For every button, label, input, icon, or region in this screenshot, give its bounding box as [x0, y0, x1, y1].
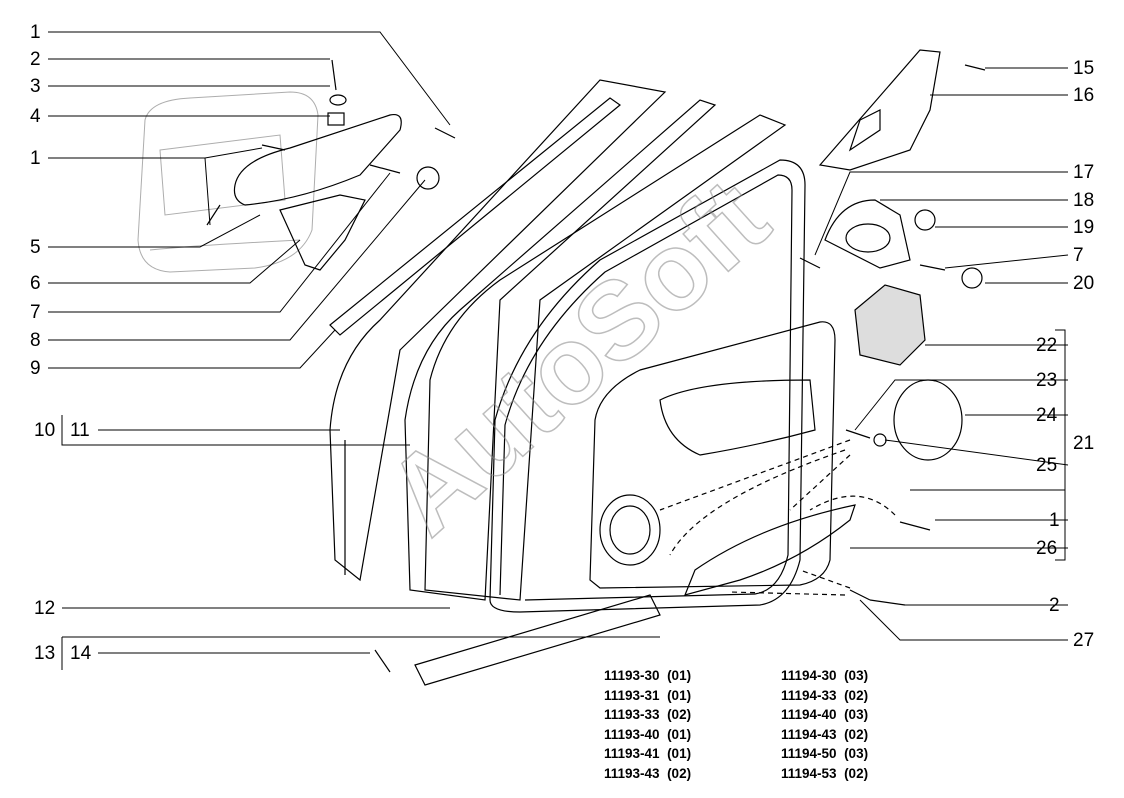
washer-3: [329, 94, 347, 106]
callout-25: 25: [1036, 455, 1057, 476]
screw-1c: [434, 127, 456, 139]
callout-12: 12: [34, 598, 55, 619]
callout-3: 3: [30, 76, 41, 97]
callout-20: 20: [1073, 273, 1094, 294]
model-row: 11194-33 (02): [781, 687, 869, 703]
screw-7b: [919, 264, 946, 271]
cap-20: [961, 267, 983, 289]
door-outer-skin: [329, 79, 667, 582]
inset-door-panel: [137, 91, 319, 273]
lower-trim: [683, 504, 856, 596]
weatherstrip: [329, 97, 621, 336]
cap-19: [914, 209, 936, 231]
model-row: 11193-40 (01): [604, 726, 692, 742]
clip-27: [849, 589, 871, 601]
mirror-bracket: [818, 49, 941, 171]
watermark: AutoSoft: [364, 156, 791, 558]
callout-1c: 1: [1049, 510, 1060, 531]
speaker-grille: [893, 379, 963, 461]
model-table-left: 11193-30 (01) 11193-31 (01) 11193-33 (02…: [604, 666, 691, 783]
model-row: 11193-30 (01): [604, 668, 692, 683]
leader-lines: [48, 31, 1069, 670]
callout-21: 21: [1073, 433, 1094, 454]
callout-24: 24: [1036, 405, 1058, 426]
callout-1b: 1: [30, 148, 41, 169]
door-seal: [489, 159, 806, 613]
callout-22: 22: [1036, 335, 1057, 356]
model-row: 11194-43 (02): [781, 726, 869, 742]
callout-1: 1: [30, 22, 41, 43]
model-row: 11193-33 (02): [604, 707, 692, 722]
callout-6: 6: [30, 273, 41, 294]
foam-block: [854, 284, 926, 366]
armrest-handle: [233, 113, 402, 206]
callout-17: 17: [1073, 162, 1094, 183]
cap-9: [416, 166, 440, 190]
callout-26: 26: [1036, 538, 1057, 559]
handle-bracket: [279, 194, 366, 271]
callout-11: 11: [70, 420, 90, 441]
screw-2: [331, 59, 337, 91]
model-row: 11193-41 (01): [604, 746, 692, 761]
callout-14: 14: [70, 643, 92, 664]
model-row: 11194-40 (03): [781, 707, 869, 722]
door-trim-panel: [589, 321, 836, 589]
callout-10: 10: [34, 420, 55, 441]
callout-2: 2: [30, 49, 41, 70]
callout-23: 23: [1036, 370, 1057, 391]
screw-2b: [869, 599, 906, 606]
callout-18: 18: [1073, 190, 1094, 211]
speaker-mount: [824, 199, 911, 269]
screw-1d: [899, 521, 931, 531]
screw-1a: [261, 144, 286, 151]
dashed-arrows: [659, 439, 896, 596]
callout-5: 5: [30, 237, 41, 258]
callout-7b: 7: [1073, 245, 1084, 266]
clip-14: [374, 649, 391, 673]
door-inner-frame: [404, 99, 717, 601]
model-table-right: 11194-30 (03) 11194-33 (02) 11194-40 (03…: [781, 666, 868, 783]
callout-8: 8: [30, 330, 41, 351]
model-row: 11193-43 (02): [604, 765, 692, 781]
callout-2b: 2: [1049, 595, 1060, 616]
bolt-15: [964, 64, 986, 71]
callout-27: 27: [1073, 630, 1094, 651]
callout-13: 13: [34, 643, 55, 664]
model-row: 11194-53 (02): [781, 765, 869, 781]
callout-16: 16: [1073, 85, 1094, 106]
model-row: 11194-30 (03): [781, 668, 869, 683]
clip-17: [799, 257, 821, 269]
callout-7: 7: [30, 302, 41, 323]
clip-4: [327, 112, 345, 126]
callout-19: 19: [1073, 217, 1094, 238]
screw-23: [845, 429, 871, 439]
callout-9: 9: [30, 358, 41, 379]
door-frame-2: [424, 114, 787, 601]
callout-15: 15: [1073, 58, 1094, 79]
callout-4: 4: [30, 106, 41, 127]
sill-strip: [414, 594, 661, 686]
model-row: 11193-31 (01): [604, 687, 692, 703]
washer-25: [873, 433, 887, 447]
model-row: 11194-50 (03): [781, 746, 869, 761]
screw-1b: [206, 204, 221, 226]
screw-8: [369, 164, 401, 174]
